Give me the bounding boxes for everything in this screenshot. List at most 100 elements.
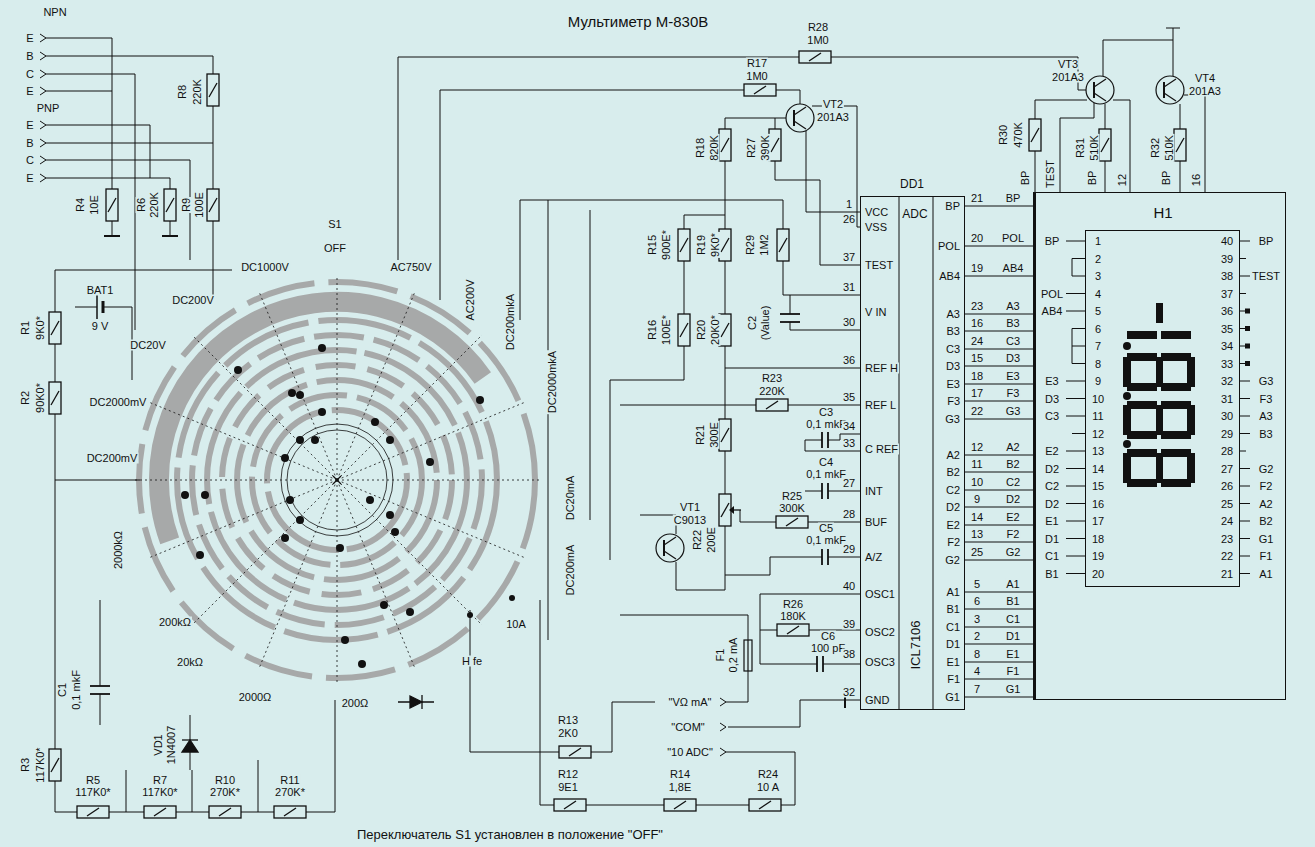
pin-wire <box>965 419 1033 420</box>
pin-wire <box>965 542 1033 543</box>
part-label: 6 <box>973 596 981 607</box>
pin-marker <box>1245 361 1250 366</box>
pin-marker <box>1245 309 1250 314</box>
pin-name: OSC3 <box>864 657 896 668</box>
switch-rotor <box>337 402 526 480</box>
pin-name: 39 <box>1220 253 1234 264</box>
part-label: 34 <box>842 421 856 432</box>
signal-name: B1 <box>1005 596 1020 607</box>
resistor-symbol <box>769 129 781 161</box>
switch-rotor <box>132 275 542 685</box>
part-label: E <box>25 173 34 184</box>
pin-name: 31 <box>1220 393 1234 404</box>
part-label: 201A3 <box>1051 72 1085 83</box>
part-label: OFF <box>323 243 347 254</box>
switch-contact <box>386 511 394 519</box>
switch-contact <box>476 396 484 404</box>
potentiometer-wiper <box>729 506 734 514</box>
part-label: 220K <box>758 386 786 397</box>
pin-name: 28 <box>1220 446 1234 457</box>
signal-name: D2 <box>1005 494 1021 505</box>
battery-symbol <box>96 295 98 319</box>
pin-name: B1 <box>1044 568 1059 579</box>
part-label: 35 <box>842 392 856 403</box>
part-label: "10 ADC" <box>666 747 714 758</box>
part-label: VT1 <box>679 502 701 513</box>
part-label: E <box>25 33 34 44</box>
resistor-symbol <box>719 129 731 161</box>
lcd-digits <box>1123 401 1195 439</box>
pin-name: C1 <box>1044 551 1060 562</box>
resistor-symbol <box>77 806 109 818</box>
pin-wire <box>965 525 1033 526</box>
pin-name: 37 <box>1220 288 1234 299</box>
switch-rotor <box>259 291 337 480</box>
part-label: 9 V <box>91 321 110 332</box>
part-label: 1M2 <box>759 233 770 256</box>
pin-name: AB4 <box>1041 306 1064 317</box>
part-label: 12 <box>1117 173 1128 187</box>
pin-name: ADC <box>901 208 928 220</box>
part-label: BP <box>1020 170 1031 187</box>
part-label: 270K* <box>209 787 241 798</box>
part-label: R20 <box>696 319 707 341</box>
part-label: 0,2 mA <box>728 637 739 674</box>
pin-name: 8 <box>1094 358 1102 369</box>
pin-name: C1 <box>945 622 961 633</box>
switch-contact <box>358 660 366 668</box>
pin-name: 40 <box>1220 236 1234 247</box>
part-label: "COM" <box>670 722 705 733</box>
pin-name: 15 <box>1091 481 1105 492</box>
signal-name: F2 <box>1006 529 1021 540</box>
pin-name: B2 <box>1258 516 1273 527</box>
part-label: 21 <box>970 193 984 204</box>
resistor-symbol <box>1174 129 1186 161</box>
part-label: R1 <box>20 320 31 336</box>
signal-name: E1 <box>1005 649 1020 660</box>
pin-name: 14 <box>1091 463 1105 474</box>
part-label: "VΩ mA" <box>668 697 713 708</box>
signal-name: F1 <box>1006 666 1021 677</box>
pin-wire <box>965 276 1033 277</box>
diode-symbol <box>182 739 198 740</box>
resistor-symbol <box>1099 129 1111 161</box>
part-label: 200kΩ <box>158 617 192 628</box>
resistor-symbol <box>664 799 696 811</box>
part-label: 40 <box>842 581 856 592</box>
pin-name: H1 <box>1152 205 1173 220</box>
part-label: C <box>25 69 35 80</box>
part-label: R32 <box>1150 137 1161 159</box>
signal-name: C3 <box>1005 336 1021 347</box>
transistor-symbol <box>786 104 814 132</box>
part-label: AC750V <box>390 262 433 273</box>
switch-rotor <box>148 402 337 480</box>
rotary-switch <box>139 282 535 678</box>
part-label: 19 <box>970 263 984 274</box>
signal-name: BP <box>1005 193 1022 204</box>
part-label: 2000kΩ <box>113 530 124 570</box>
part-label: 180K <box>779 611 807 622</box>
part-label: 200E <box>706 526 717 554</box>
switch-contact <box>296 436 304 444</box>
resistor-symbol <box>777 229 789 261</box>
part-label: R2 <box>20 390 31 406</box>
part-label: R3 <box>20 757 31 773</box>
lcd-digits <box>1123 449 1195 487</box>
rotary-switch <box>139 282 535 678</box>
part-label: 1M0 <box>806 35 829 46</box>
resistor-symbol <box>49 382 61 414</box>
pin-name: 29 <box>1220 428 1234 439</box>
switch-contact <box>336 544 344 552</box>
pin-name: F1 <box>946 674 961 685</box>
switch-contact <box>311 436 319 444</box>
resistor-symbol <box>144 806 176 818</box>
part-label: 12 <box>970 442 984 453</box>
part-label: 201A3 <box>816 112 850 123</box>
pin-name: A2 <box>1258 498 1273 509</box>
pin-name: BP <box>1044 236 1061 247</box>
pin-wire <box>965 246 1033 247</box>
part-label: 37 <box>842 252 856 263</box>
signal-name: G2 <box>1005 547 1022 558</box>
wire <box>55 270 232 812</box>
